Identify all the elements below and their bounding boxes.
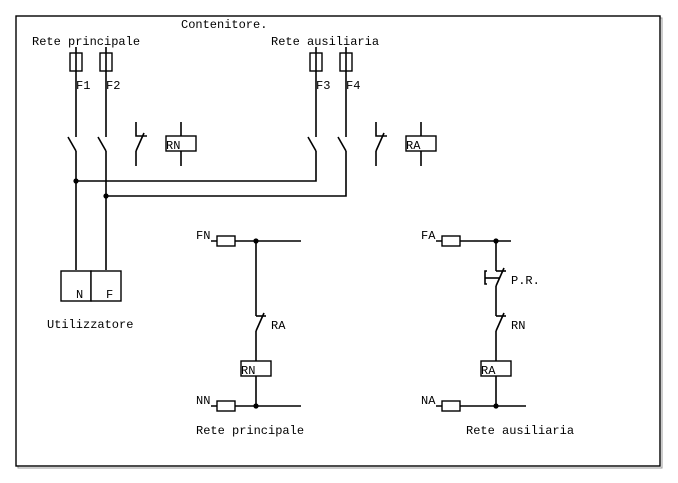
pr-label: P.R. bbox=[511, 274, 540, 288]
fn-label: FN bbox=[196, 229, 210, 243]
junction-n bbox=[73, 178, 79, 184]
ra-nc-contact bbox=[255, 312, 265, 332]
ra-coil-power bbox=[405, 122, 437, 166]
nn-label: NN bbox=[196, 394, 210, 408]
fuse-na bbox=[441, 400, 461, 412]
rn-nc-contact bbox=[495, 312, 505, 332]
ra-contact-label: RA bbox=[271, 319, 286, 333]
ra-coil-label-control: RA bbox=[481, 364, 496, 378]
ra-coil-label: RA bbox=[406, 139, 421, 153]
fuse-fa bbox=[441, 235, 461, 247]
pr-pushbutton bbox=[495, 267, 505, 287]
fuse-fn bbox=[216, 235, 236, 247]
load-terminal-n bbox=[60, 270, 92, 302]
fuse-label-f3: F3 bbox=[316, 79, 330, 93]
rn-contact-label: RN bbox=[511, 319, 525, 333]
control-main-caption: Rete principale bbox=[196, 424, 304, 438]
ra-nc-contact-symbol bbox=[375, 122, 387, 166]
load-label: Utilizzatore bbox=[47, 318, 133, 332]
main-network-label: Rete principale bbox=[32, 35, 140, 49]
load-terminal-f-label: F bbox=[106, 288, 113, 302]
load-terminal-f bbox=[90, 270, 122, 302]
load-terminal-n-label: N bbox=[76, 288, 83, 302]
fuse-label-f2: F2 bbox=[106, 79, 120, 93]
fuse-nn bbox=[216, 400, 236, 412]
rn-coil-label: RN bbox=[166, 139, 180, 153]
control-aux-caption: Rete ausiliaria bbox=[466, 424, 574, 438]
fa-label: FA bbox=[421, 229, 436, 243]
control-aux-circuit bbox=[436, 235, 526, 412]
diagram-frame bbox=[15, 15, 661, 467]
aux-contact-f3 bbox=[307, 136, 317, 152]
aux-network-label: Rete ausiliaria bbox=[271, 35, 379, 49]
aux-contact-f4 bbox=[337, 136, 347, 152]
container-title: Contenitore. bbox=[181, 18, 267, 32]
control-main-circuit bbox=[211, 235, 301, 412]
rn-coil-label-control: RN bbox=[241, 364, 255, 378]
power-line-f2 bbox=[97, 47, 113, 270]
main-contact-f1 bbox=[67, 136, 77, 152]
fuse-label-f4: F4 bbox=[346, 79, 360, 93]
fuse-label-f1: F1 bbox=[76, 79, 90, 93]
load-block bbox=[60, 270, 122, 302]
rn-nc-contact-symbol bbox=[135, 122, 147, 166]
na-label: NA bbox=[421, 394, 436, 408]
rn-coil-power bbox=[165, 122, 197, 166]
power-line-f1 bbox=[67, 47, 83, 270]
junction-f bbox=[103, 193, 109, 199]
main-contact-f2 bbox=[97, 136, 107, 152]
power-line-f3 bbox=[76, 47, 323, 182]
power-line-f4 bbox=[106, 47, 353, 197]
